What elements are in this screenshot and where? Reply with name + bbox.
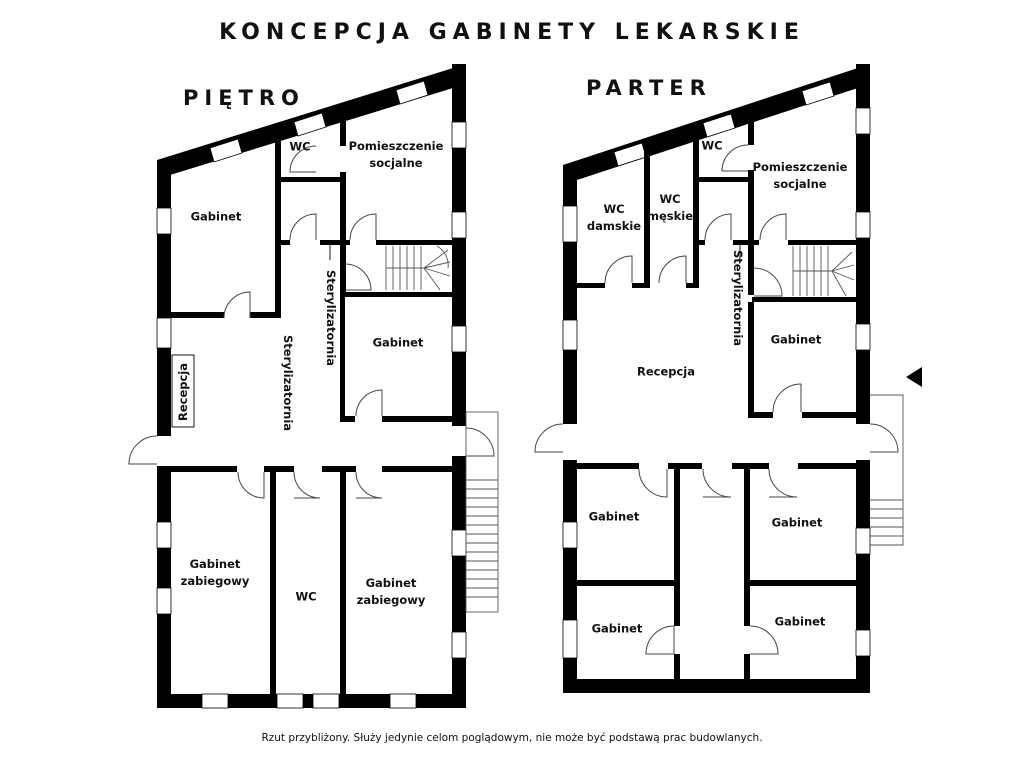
pietro-plan	[128, 64, 499, 709]
room-label-line: zabiegowy	[356, 593, 426, 607]
room-label-gabinet: Gabinet	[770, 332, 822, 347]
pietro-right-wall	[452, 64, 466, 708]
pietro-left-wall	[157, 160, 171, 708]
entrance-arrow-icon	[906, 367, 922, 387]
room-label-sterylizatornia: Sterylizatornia	[281, 334, 295, 432]
room-label-wc: WC	[295, 589, 317, 604]
room-label-pomieszczenie-socjalne: Pomieszczenie socjalne	[349, 138, 444, 172]
room-label-line: Gabinet	[189, 557, 241, 571]
room-label-wc-damskie: WC damskie	[587, 201, 641, 235]
room-label-gabinet: Gabinet	[588, 509, 640, 524]
pietro-external-stairs	[465, 411, 499, 613]
floor-title-pietro: PIĘTRO	[183, 86, 305, 110]
room-label-gabinet: Gabinet	[591, 621, 643, 636]
room-label-line: WC	[603, 202, 625, 216]
room-label-sterylizatornia: Sterylizatornia	[731, 249, 745, 347]
room-label-line: męskie	[646, 209, 694, 223]
room-label-gabinet: Gabinet	[190, 209, 242, 224]
pietro-staircase	[385, 245, 451, 291]
room-label-line: damskie	[586, 219, 642, 233]
room-label-wc: WC	[289, 139, 311, 154]
disclaimer-note: Rzut przybliżony. Służy jedynie celom po…	[261, 732, 763, 744]
room-label-line: Pomieszczenie	[348, 139, 444, 153]
parter-staircase	[792, 246, 855, 297]
room-label-gabinet-zabiegowy: Gabinet zabiegowy	[181, 556, 250, 590]
room-label-wc: WC	[701, 138, 723, 153]
page-title: KONCEPCJA GABINETY LEKARSKIE	[219, 20, 805, 45]
room-label-recepcja: Recepcja	[176, 362, 190, 422]
room-label-line: zabiegowy	[180, 574, 250, 588]
room-label-gabinet: Gabinet	[372, 335, 424, 350]
room-label-gabinet: Gabinet	[771, 515, 823, 530]
room-label-recepcja: Recepcja	[636, 364, 696, 379]
room-label-wc-meskie: WC męskie	[647, 191, 693, 225]
pietro-bottom-wall	[157, 694, 466, 708]
room-label-gabinet: Gabinet	[774, 614, 826, 629]
room-label-pomieszczenie-socjalne: Pomieszczenie socjalne	[753, 159, 848, 193]
floor-title-parter: PARTER	[586, 76, 712, 100]
room-label-line: WC	[659, 192, 681, 206]
room-label-gabinet-zabiegowy: Gabinet zabiegowy	[357, 575, 426, 609]
room-label-line: Pomieszczenie	[752, 160, 848, 174]
parter-plan	[534, 64, 922, 693]
room-label-line: Gabinet	[365, 576, 417, 590]
parter-external-stairs	[870, 394, 904, 546]
room-label-line: socjalne	[773, 177, 827, 191]
room-label-line: socjalne	[369, 156, 423, 170]
room-label-sterylizatornia: Sterylizatornia	[324, 269, 338, 367]
